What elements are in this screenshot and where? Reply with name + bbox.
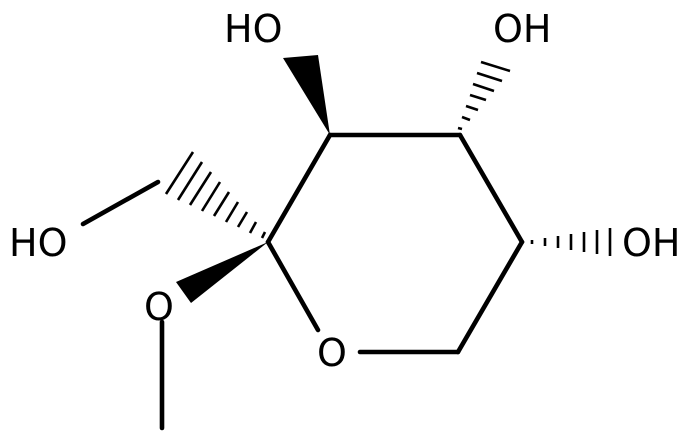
bond-c1-c2 <box>265 132 333 245</box>
hash-bond-c1-ch2 <box>164 151 267 239</box>
bond-c4-c5 <box>455 239 525 355</box>
hash-bond-c4-oh <box>530 228 612 256</box>
bond-ring-o-c1 <box>265 239 321 333</box>
wedge-bond-c2-oh <box>283 55 330 135</box>
bond-ch2-oh <box>80 179 161 227</box>
hash-bond-c3-oh <box>457 60 511 131</box>
label-oh-top-left: HO <box>224 7 282 51</box>
label-oh-left: HO <box>9 221 67 265</box>
bond-c3-c4 <box>457 132 525 245</box>
label-ring-oxygen: O <box>317 331 347 375</box>
label-oh-top-right: OH <box>493 7 551 51</box>
wedge-bond-c1-ome <box>176 242 268 303</box>
label-oh-right: OH <box>622 221 680 265</box>
label-methoxy-oxygen: O <box>144 285 174 329</box>
